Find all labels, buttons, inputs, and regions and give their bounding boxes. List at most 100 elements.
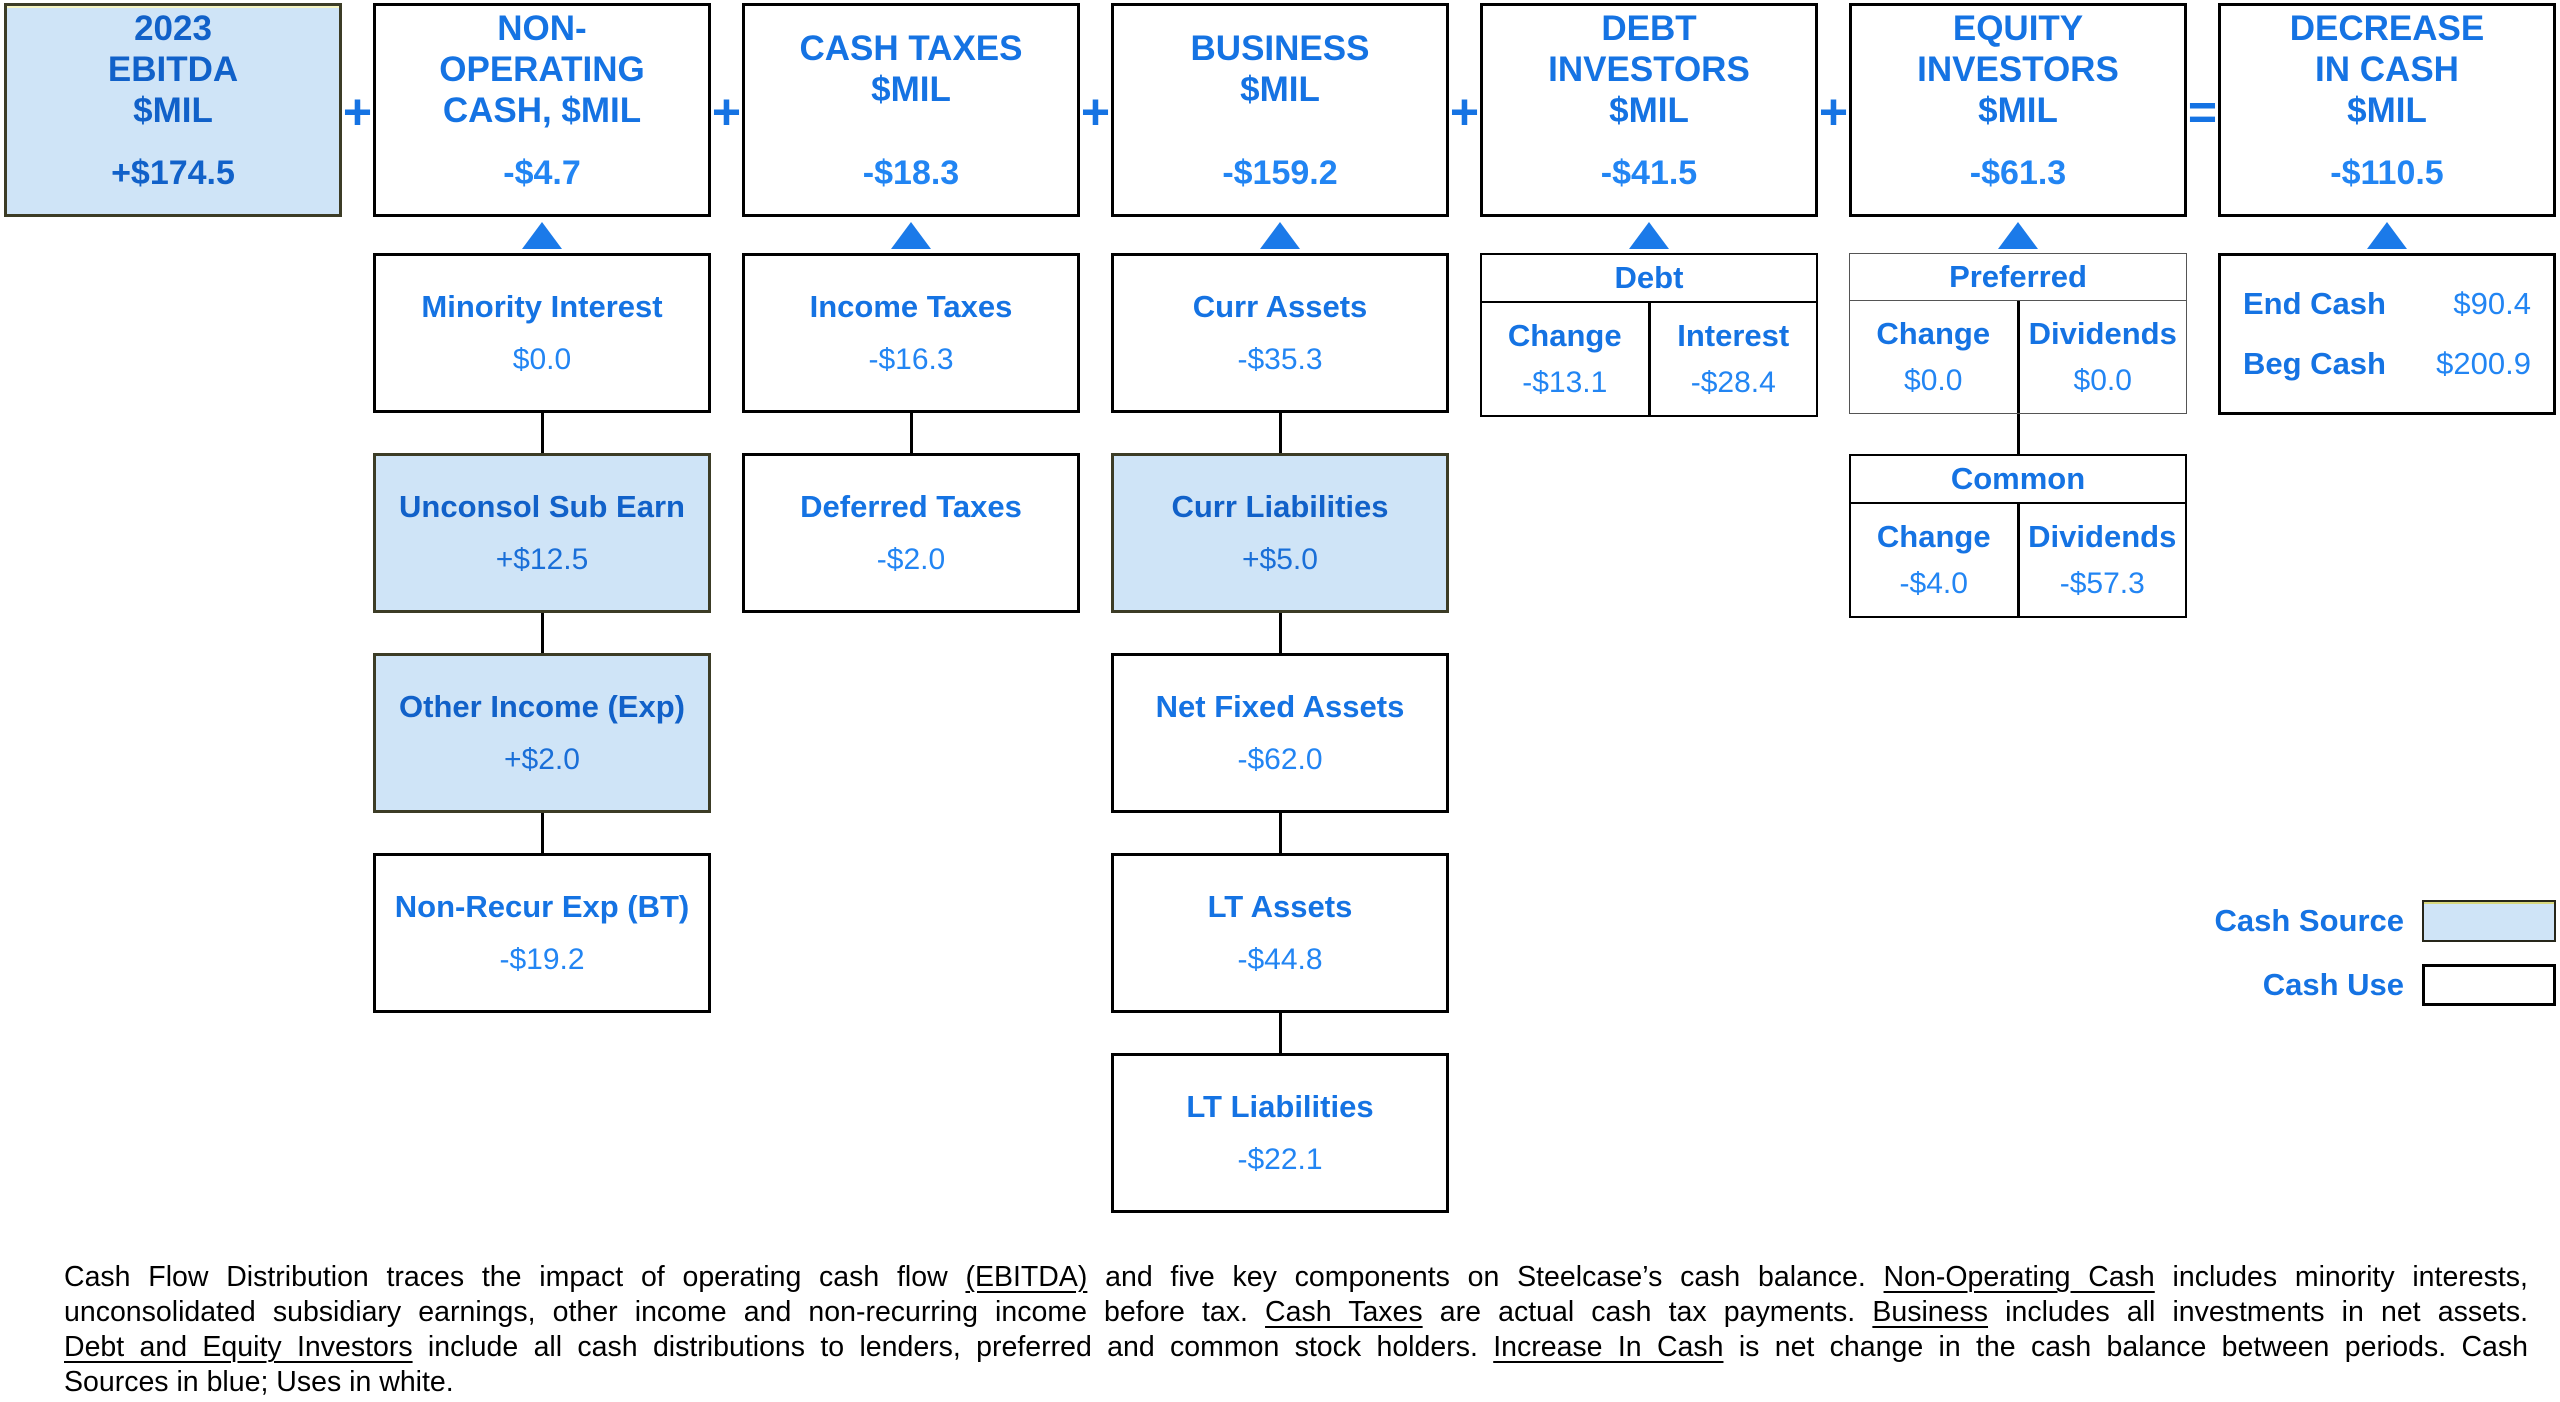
connector-line xyxy=(909,413,913,453)
up-arrow-icon xyxy=(891,221,931,249)
sub-box-label: LT Assets xyxy=(1207,889,1353,924)
operator-cell: = xyxy=(2187,3,2218,220)
operator-cell: + xyxy=(1080,3,1111,220)
top-box-cash-taxes: CASH TAXES$MIL -$18.3 xyxy=(742,3,1080,217)
plus-operator: + xyxy=(1080,83,1111,140)
connector-line xyxy=(2016,414,2020,454)
table-cell-change: Change -$13.1 xyxy=(1482,303,1651,415)
sub-box-label: Non-Recur Exp (BT) xyxy=(394,889,690,924)
plus-operator: + xyxy=(342,83,373,140)
top-box-title-line: IN CASH xyxy=(2315,49,2459,89)
top-box-value: -$4.7 xyxy=(503,153,581,192)
up-arrow-icon xyxy=(1998,221,2038,249)
connector-line xyxy=(1278,613,1282,653)
table-cell-change: Change $0.0 xyxy=(1850,301,2020,413)
table-col-value: -$13.1 xyxy=(1522,366,1608,399)
sub-box-label: Minority Interest xyxy=(421,289,663,324)
kv-value: $90.4 xyxy=(2453,286,2531,321)
sub-box-value: -$62.0 xyxy=(1237,743,1323,776)
footnote-underlined-term: Business xyxy=(1872,1296,1989,1328)
table-col-header: Dividends xyxy=(2028,519,2177,554)
sub-box-label: Net Fixed Assets xyxy=(1155,689,1405,724)
footnote-text: are actual cash tax payments. xyxy=(1422,1296,1873,1328)
sub-box-minority-interest: Minority Interest$0.0 xyxy=(373,253,711,413)
arrow-zone xyxy=(373,217,711,253)
top-box-title-line: DEBT xyxy=(1601,8,1697,48)
sub-box-non-recur-exp-bt: Non-Recur Exp (BT)-$19.2 xyxy=(373,853,711,1013)
top-box-value: -$110.5 xyxy=(2330,153,2444,192)
sub-box-label: Other Income (Exp) xyxy=(399,689,685,724)
sub-box-unconsol-sub-earn: Unconsol Sub Earn +$12.5 xyxy=(373,453,711,613)
connector-line xyxy=(540,413,544,453)
sub-box-other-income-exp: Other Income (Exp) +$2.0 xyxy=(373,653,711,813)
kv-row-end-cash: End Cash $90.4 xyxy=(2243,286,2531,322)
table-col-value: -$57.3 xyxy=(2059,567,2145,600)
sub-box-label: Unconsol Sub Earn xyxy=(399,489,685,524)
table-col-value: $0.0 xyxy=(2073,364,2132,397)
table-cell-change: Change-$4.0 xyxy=(1851,504,2020,616)
arrow-zone xyxy=(1849,217,2187,253)
top-box-value: -$41.5 xyxy=(1600,153,1698,192)
top-box-title-line: EBITDA xyxy=(107,49,239,89)
connector-line xyxy=(1278,1013,1282,1053)
table-col-header: Change xyxy=(1507,318,1622,353)
arrow-zone xyxy=(2218,217,2556,253)
top-box-value: -$61.3 xyxy=(1969,153,2067,192)
table-col-header: Change xyxy=(1876,519,1991,554)
table-cell-dividends: Dividends$0.0 xyxy=(2020,301,2187,413)
table-cell-dividends: Dividends -$57.3 xyxy=(2020,504,2186,616)
sub-box-value: +$12.5 xyxy=(495,543,589,576)
footnote-line: Debt and Equity Investors include all ca… xyxy=(64,1330,2528,1365)
kv-label: End Cash xyxy=(2243,286,2386,321)
table-cell-interest: Interest-$28.4 xyxy=(1651,303,1817,415)
table-title: Debt xyxy=(1482,255,1816,303)
footnote-text: includes minority interests, xyxy=(2154,1261,2528,1293)
plus-operator: + xyxy=(711,83,742,140)
sub-box-lt-assets: LT Assets -$44.8 xyxy=(1111,853,1449,1013)
legend-label: Cash Source xyxy=(2214,903,2404,938)
sub-box-value: -$22.1 xyxy=(1237,1143,1323,1176)
kv-row-beg-cash: Beg Cash$200.9 xyxy=(2243,346,2531,382)
sub-box-net-fixed-assets: Net Fixed Assets -$62.0 xyxy=(1111,653,1449,813)
footnote-text: Sources in blue; Uses in white. xyxy=(64,1366,454,1398)
top-box-title-line: INVESTORS xyxy=(1917,49,2119,89)
table-title: Common xyxy=(1851,456,2185,504)
arrow-zone xyxy=(1480,217,1818,253)
legend-item-cash-use: Cash Use xyxy=(2263,964,2556,1006)
footnote-underlined-term: Debt and Equity Investors xyxy=(64,1331,413,1363)
legend-swatch-source xyxy=(2422,900,2556,942)
footnote-underlined-term: Cash Taxes xyxy=(1265,1296,1423,1328)
footnote-text: Cash Flow Distribution traces the impact… xyxy=(64,1261,966,1293)
top-box-title-line: DECREASE xyxy=(2289,8,2485,48)
footnote-text: include all cash distributions to lender… xyxy=(412,1331,1494,1363)
sub-box-value: -$44.8 xyxy=(1237,943,1323,976)
top-box-title: CASH TAXES$MIL xyxy=(745,6,1077,132)
up-arrow-icon xyxy=(522,221,562,249)
table-col-header: Change xyxy=(1876,316,1991,351)
sub-box-value: +$2.0 xyxy=(504,743,580,776)
sub-box-value: -$16.3 xyxy=(868,343,954,376)
top-box-title-line: $MIL xyxy=(871,70,951,109)
footnote-text: includes all investments in net assets. xyxy=(1988,1296,2528,1328)
operator-cell: + xyxy=(342,3,373,220)
sub-box-label: LT Liabilities xyxy=(1186,1089,1374,1124)
kv-value: $200.9 xyxy=(2436,346,2531,381)
table-col-value: $0.0 xyxy=(1904,364,1963,397)
top-box-value: -$18.3 xyxy=(862,153,960,192)
footnote-line: Sources in blue; Uses in white. xyxy=(64,1365,2528,1400)
operator-cell: + xyxy=(1818,3,1849,220)
